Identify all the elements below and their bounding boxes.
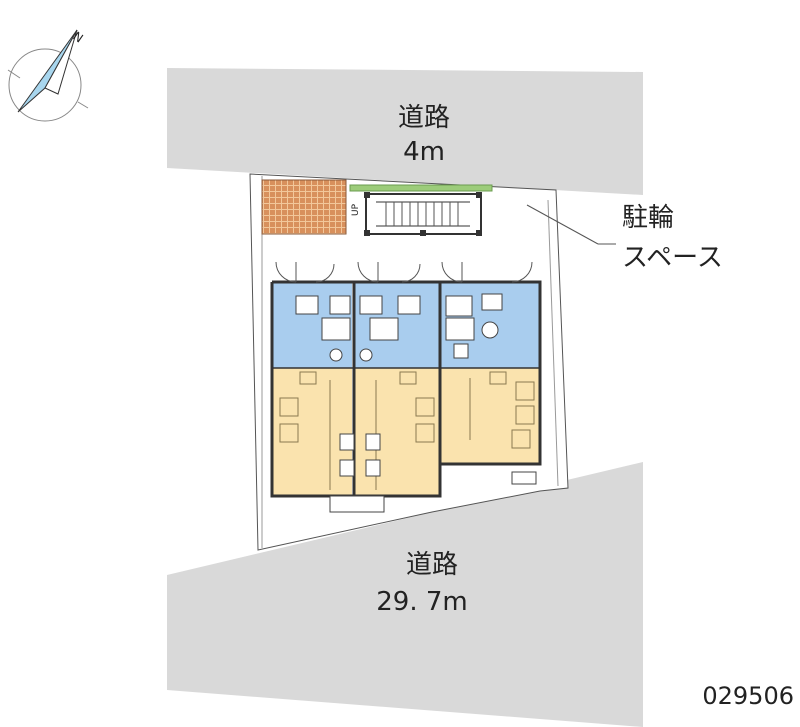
road-bottom [167, 462, 643, 727]
parking-label-line1: 駐輪 [622, 203, 674, 233]
road-top-name: 道路 [398, 103, 450, 133]
site-inner-line-right [547, 199, 559, 487]
road-top [167, 68, 643, 195]
fixtures [295, 293, 503, 362]
parking-leader-line [526, 204, 599, 245]
reference-number: 029506 [702, 682, 794, 710]
stairs-label: UP [351, 203, 361, 216]
stairs [364, 192, 482, 236]
road-top-width: 4m [403, 137, 445, 167]
road-bottom-name: 道路 [406, 550, 458, 580]
room-2 [354, 368, 440, 496]
parking-label-line2: スペース [622, 243, 723, 273]
room-1 [272, 368, 352, 496]
road-bottom-width: 29. 7m [376, 587, 467, 617]
planter-strip [349, 184, 493, 192]
tiled-area [261, 179, 347, 235]
compass-ring [8, 48, 82, 122]
north-arrow-icon [7, 29, 89, 113]
compass: N [7, 29, 89, 122]
balconies [329, 433, 537, 513]
doors [275, 261, 533, 283]
